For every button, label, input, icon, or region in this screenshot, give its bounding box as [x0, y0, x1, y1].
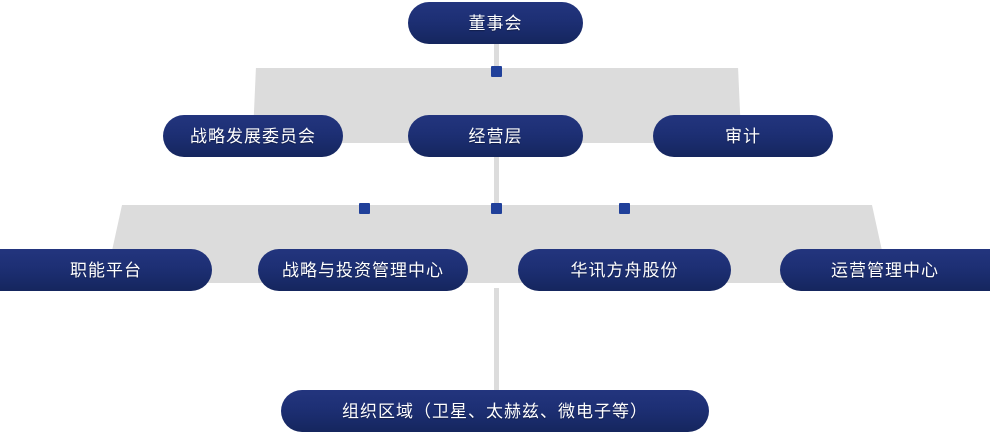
node-huaxun-fangzhou[interactable]: 华讯方舟股份: [518, 249, 731, 291]
node-org-regions-label: 组织区域（卫星、太赫兹、微电子等）: [342, 401, 648, 421]
connector-marker-row2-center: [491, 66, 502, 77]
connector-stem-management-to-level3: [494, 155, 499, 211]
node-functional-platform[interactable]: 职能平台: [0, 249, 212, 291]
node-board-label: 董事会: [468, 13, 523, 33]
node-board[interactable]: 董事会: [408, 2, 583, 44]
node-management-label: 经营层: [468, 126, 523, 146]
connector-stem-huaxun-to-org-regions: [494, 288, 499, 392]
node-strategy-committee[interactable]: 战略发展委员会: [163, 115, 343, 157]
node-functional-platform-label: 职能平台: [70, 260, 142, 280]
node-operations-center[interactable]: 运营管理中心: [780, 249, 990, 291]
connector-stem-board-to-level2: [494, 38, 499, 74]
node-org-regions[interactable]: 组织区域（卫星、太赫兹、微电子等）: [281, 390, 709, 432]
connector-marker-row3-left: [359, 203, 370, 214]
node-audit[interactable]: 审计: [653, 115, 833, 157]
node-management[interactable]: 经营层: [408, 115, 583, 157]
node-strategy-investment-center-label: 战略与投资管理中心: [282, 260, 444, 280]
connector-marker-row3-center: [491, 203, 502, 214]
node-strategy-investment-center[interactable]: 战略与投资管理中心: [258, 249, 468, 291]
node-huaxun-fangzhou-label: 华讯方舟股份: [570, 260, 679, 280]
node-operations-center-label: 运营管理中心: [831, 260, 939, 280]
connector-band-level3: [108, 205, 886, 283]
node-strategy-committee-label: 战略发展委员会: [190, 126, 316, 146]
connector-marker-row3-right: [619, 203, 630, 214]
node-audit-label: 审计: [725, 126, 761, 146]
